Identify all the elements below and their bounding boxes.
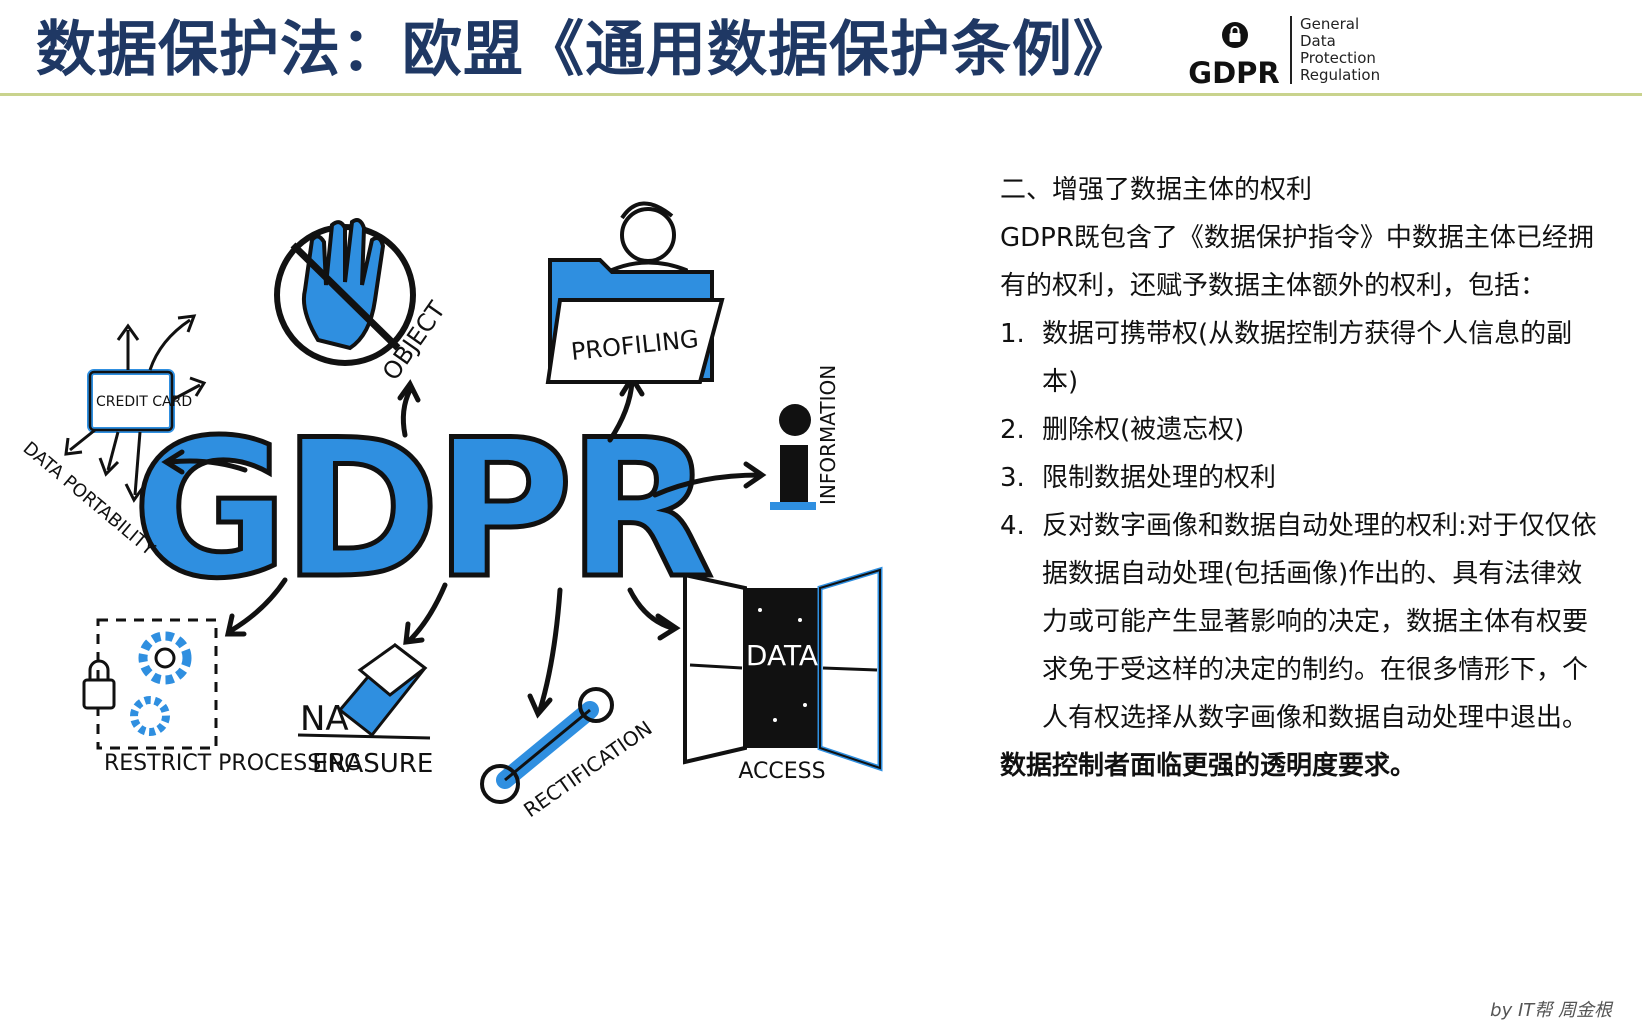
list-text: 限制数据处理的权利 xyxy=(1042,463,1277,493)
list-text: 数据可携带权(从数据控制方获得个人信息的副本) xyxy=(1042,319,1573,397)
center-label: GDPR xyxy=(132,399,710,620)
rights-content: 二、增强了数据主体的权利 GDPR既包含了《数据保护指令》中数据主体已经拥有的权… xyxy=(1000,166,1600,790)
page-title: 数据保护法：欧盟《通用数据保护条例》 xyxy=(36,15,1134,85)
logo-lines: General Data Protection Regulation xyxy=(1300,16,1380,84)
list-number: 1. xyxy=(1000,319,1025,349)
section-title: 二、增强了数据主体的权利 xyxy=(1000,175,1313,205)
lock-icon xyxy=(1222,22,1248,48)
info-icon xyxy=(770,404,816,510)
node-label-information: INFORMATION xyxy=(816,365,840,505)
folder-person-icon xyxy=(545,201,725,384)
node-label-access: ACCESS xyxy=(738,759,825,784)
list-number: 3. xyxy=(1000,463,1025,493)
list-text: 反对数字画像和数据自动处理的权利:对于仅仅依据数据自动处理(包括画像)作出的、具… xyxy=(1042,511,1597,733)
closing-statement: 数据控制者面临更强的透明度要求。 xyxy=(1000,751,1417,781)
window-icon xyxy=(683,566,883,772)
logo-divider xyxy=(1290,16,1292,84)
list-item: 3. 限制数据处理的权利 xyxy=(1000,454,1600,502)
arrows xyxy=(161,373,767,719)
wrench-icon xyxy=(480,687,614,804)
gdpr-rights-illustration: GDPR OBJECT PROFILING CREDIT CARD xyxy=(19,201,883,822)
list-item: 2. 删除权(被遗忘权) xyxy=(1000,406,1600,454)
stop-hand-icon xyxy=(274,218,416,366)
intro-paragraph: GDPR既包含了《数据保护指令》中数据主体已经拥有的权利，还赋予数据主体额外的权… xyxy=(1000,223,1594,301)
author-credit: by IT帮 周金根 xyxy=(1490,1000,1612,1021)
eraser-icon: NA xyxy=(297,642,431,740)
rights-list: 1. 数据可携带权(从数据控制方获得个人信息的副本) 2. 删除权(被遗忘权) … xyxy=(1000,310,1600,742)
logo-line: Regulation xyxy=(1300,66,1381,84)
arrows-icon xyxy=(64,314,207,503)
gdpr-logo: GDPR General Data Protection Regulation xyxy=(1186,12,1386,91)
logo-line: Protection xyxy=(1300,49,1376,67)
list-item: 4. 反对数字画像和数据自动处理的权利:对于仅仅依据数据自动处理(包括画像)作出… xyxy=(1000,502,1600,742)
node-label-credit-card: CREDIT CARD xyxy=(96,394,192,410)
list-item: 1. 数据可携带权(从数据控制方获得个人信息的副本) xyxy=(1000,310,1600,406)
header-rule xyxy=(0,93,1642,96)
slide-header: 数据保护法：欧盟《通用数据保护条例》 GDPR General Data Pro… xyxy=(0,0,1642,96)
credit-card-icon xyxy=(87,369,175,433)
logo-line: General xyxy=(1300,15,1360,33)
logo-line: Data xyxy=(1300,32,1336,50)
node-label-erasure: ERASURE xyxy=(312,749,433,779)
node-label-rectification: RECTIFICATION xyxy=(519,716,656,822)
svg-text:NA: NA xyxy=(300,699,349,739)
gdpr-badge: GDPR xyxy=(1186,22,1282,90)
node-label-data: DATA xyxy=(746,639,818,672)
list-number: 2. xyxy=(1000,415,1025,445)
gears-lock-icon xyxy=(82,618,218,750)
list-text: 删除权(被遗忘权) xyxy=(1042,415,1245,445)
node-label-restrict-processing: RESTRICT PROCESSING xyxy=(104,751,361,776)
list-number: 4. xyxy=(1000,511,1025,541)
gdpr-badge-text: GDPR xyxy=(1188,56,1280,90)
